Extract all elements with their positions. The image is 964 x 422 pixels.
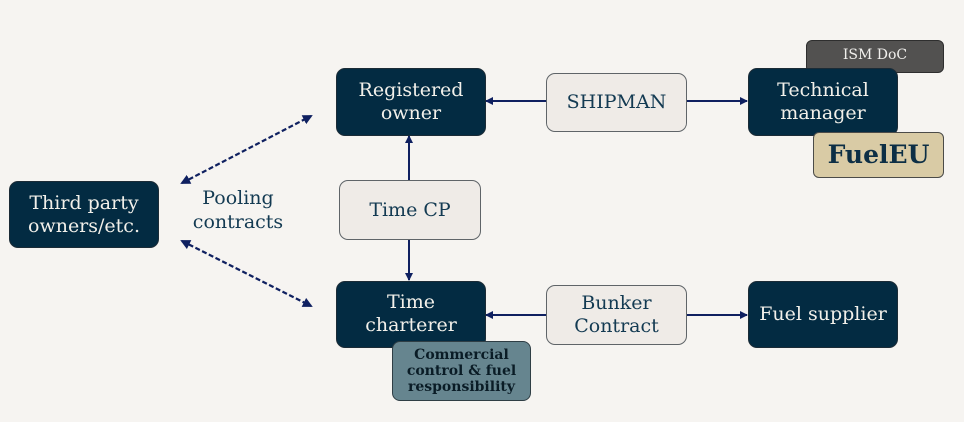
technical-manager-line-2: manager [780, 102, 866, 124]
time-cp-label: Time CP [369, 198, 451, 221]
registered-owner-line-1: Registered [358, 79, 464, 102]
technical-manager-line-1: Technical [777, 79, 869, 102]
node-commercial-control: Commercial control & fuel responsibility [392, 341, 531, 401]
bunker-line-2: Contract [574, 315, 659, 337]
node-time-cp: Time CP [339, 180, 481, 240]
node-time-charterer: Time charterer [336, 281, 486, 348]
shipman-label: SHIPMAN [566, 91, 667, 114]
pooling-line-2: contracts [192, 210, 284, 233]
time-charterer-line-1: Time [386, 291, 435, 313]
commercial-line-2: control & fuel [406, 362, 517, 379]
pooling-line-1: Pooling [202, 187, 274, 209]
node-bunker-contract: Bunker Contract [546, 285, 687, 345]
node-third-party-owners: Third party owners/etc. [9, 181, 159, 248]
fueleu-label: FuelEU [827, 140, 930, 169]
commercial-line-3: responsibility [407, 379, 515, 396]
node-fueleu: FuelEU [813, 132, 944, 178]
fuel-supplier-label: Fuel supplier [759, 303, 887, 326]
third-party-line-1: Third party [29, 191, 139, 214]
dashed-arrow-pooling-lower [180, 240, 313, 307]
node-ism-doc: ISM DoC [806, 40, 944, 73]
node-registered-owner: Registered owner [336, 68, 486, 136]
node-technical-manager: Technical manager [748, 68, 898, 136]
third-party-line-2: owners/etc. [28, 214, 140, 237]
commercial-line-1: Commercial [414, 346, 509, 363]
node-fuel-supplier: Fuel supplier [748, 281, 898, 348]
bunker-line-1: Bunker [581, 292, 652, 315]
pooling-contracts-label: Pooling contracts [186, 187, 290, 235]
time-charterer-line-2: charterer [365, 313, 457, 336]
ism-doc-label: ISM DoC [842, 47, 908, 63]
dashed-arrow-pooling-upper [180, 115, 313, 184]
node-shipman: SHIPMAN [546, 73, 687, 132]
registered-owner-line-2: owner [380, 102, 442, 124]
